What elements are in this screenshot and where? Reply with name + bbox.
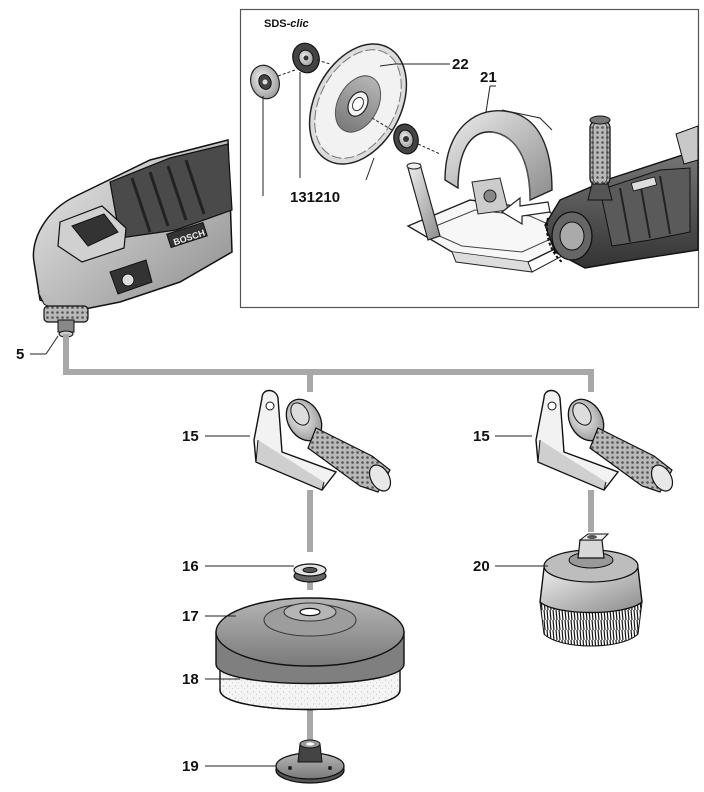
polishing-pad-icon xyxy=(215,597,405,711)
sds-clic-brand: SDS-clic xyxy=(264,18,309,30)
clamping-nut-icon xyxy=(275,739,345,784)
cup-brush-icon xyxy=(539,533,643,647)
mounting-flange-icon xyxy=(371,117,441,155)
label-20: 20 xyxy=(473,558,490,575)
label-17: 17 xyxy=(182,608,199,625)
sds-clic-nut-icon xyxy=(292,42,331,74)
label-19: 19 xyxy=(182,758,199,775)
label-15-left: 15 xyxy=(182,428,199,445)
inset-grinder-icon xyxy=(544,115,699,269)
diamond-cutting-disc-icon xyxy=(308,43,408,165)
label-15-right: 15 xyxy=(473,428,490,445)
label-18: 18 xyxy=(182,671,199,688)
spacer-washer-icon xyxy=(293,563,327,583)
flange-nut-icon xyxy=(250,64,296,100)
label-21: 21 xyxy=(480,69,497,86)
auxiliary-handle-icon xyxy=(535,389,674,493)
brand-clic: clic xyxy=(290,18,309,30)
label-22: 22 xyxy=(452,56,469,73)
angle-grinder-icon: BOSCH xyxy=(32,139,233,338)
label-5: 5 xyxy=(16,346,25,363)
brand-sds: SDS- xyxy=(264,18,291,30)
label-131210: 131210 xyxy=(290,189,341,206)
auxiliary-handle-icon xyxy=(253,389,392,493)
label-16: 16 xyxy=(182,558,199,575)
